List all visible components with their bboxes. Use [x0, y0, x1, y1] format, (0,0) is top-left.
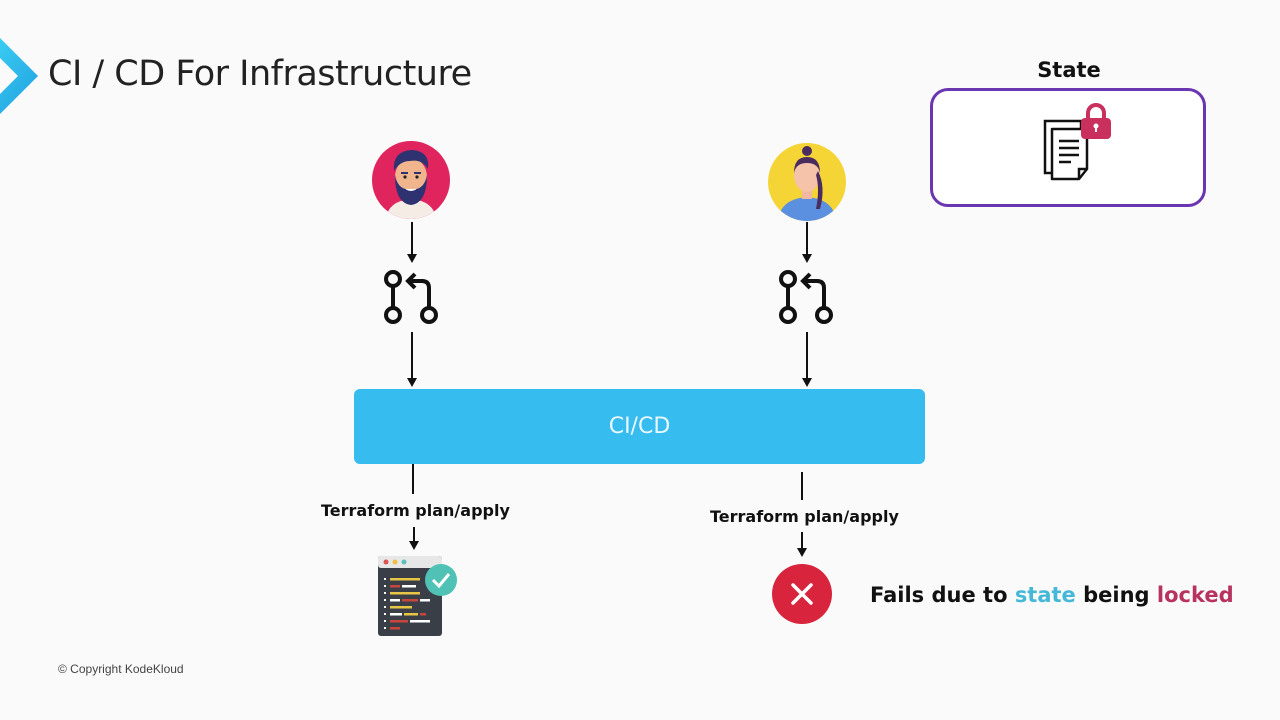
failure-text-1: Fails due to: [870, 583, 1015, 607]
failure-highlight-locked: locked: [1156, 583, 1234, 607]
user-2-pull-request-icon: [777, 268, 835, 326]
left-flow-arrows: [407, 222, 417, 387]
user-1-pull-request-icon: [382, 268, 440, 326]
locked-document-icon: [1041, 101, 1113, 181]
red-x-circle-icon: [772, 564, 832, 624]
failure-message: Fails due to state being locked: [870, 583, 1234, 607]
left-result-arrow: [409, 527, 419, 550]
left-output-line: [412, 464, 414, 494]
right-terraform-label: Terraform plan/apply: [710, 507, 899, 526]
right-result-arrow: [797, 532, 807, 557]
cicd-pipeline-bar: CI/CD: [354, 389, 925, 464]
state-label: State: [1037, 58, 1101, 82]
failure-highlight-state: state: [1014, 583, 1076, 607]
copyright-notice: © Copyright KodeKloud: [58, 662, 184, 676]
failure-text-2: being: [1075, 583, 1157, 607]
left-terraform-label: Terraform plan/apply: [321, 501, 510, 520]
cicd-label: CI/CD: [608, 414, 671, 439]
kodekloud-chevron-logo: [0, 38, 40, 114]
code-window-check-icon: [378, 556, 460, 638]
user-1-avatar: [372, 141, 450, 219]
right-output-line: [801, 472, 803, 500]
right-flow-arrows: [802, 222, 812, 387]
slide-title: CI / CD For Infrastructure: [48, 54, 472, 94]
state-box: [930, 88, 1206, 207]
user-2-avatar: [768, 143, 846, 221]
